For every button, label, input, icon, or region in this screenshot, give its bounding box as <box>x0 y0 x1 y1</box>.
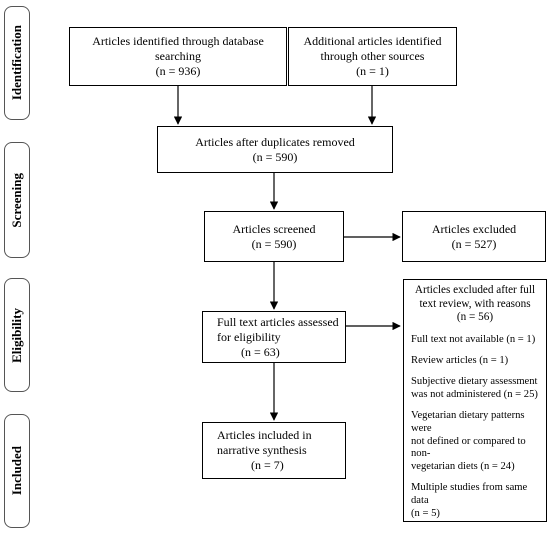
box-other-sources: Additional articles identified through o… <box>288 27 457 86</box>
box-duplicates-removed: Articles after duplicates removed (n = 5… <box>157 126 393 173</box>
stage-label-identification: Identification <box>4 6 30 120</box>
stage-label-included: Included <box>4 414 30 528</box>
exclusion-reason: Full text not available (n = 1) <box>411 333 536 345</box>
exclusion-reason: Vegetarian dietary patterns were not def… <box>411 409 526 473</box>
stage-label-screening: Screening <box>4 142 30 258</box>
exclusions-heading: Articles excluded after full text review… <box>414 284 536 324</box>
box-database-search: Articles identified through database sea… <box>69 27 287 86</box>
stage-label-eligibility: Eligibility <box>4 278 30 392</box>
box-articles-included: Articles included in narrative synthesis… <box>202 422 346 479</box>
exclusion-reason: Multiple studies from same data (n = 5) <box>411 482 528 520</box>
box-articles-excluded: Articles excluded (n = 527) <box>402 211 546 262</box>
box-full-text-exclusions: Articles excluded after full text review… <box>403 279 547 522</box>
box-full-text-assessed: Full text articles assessed for eligibil… <box>202 311 346 363</box>
exclusion-reason: Review articles (n = 1) <box>411 354 509 366</box>
box-articles-screened: Articles screened (n = 590) <box>204 211 344 262</box>
exclusion-reason: Subjective dietary assessment was not ad… <box>411 375 538 400</box>
